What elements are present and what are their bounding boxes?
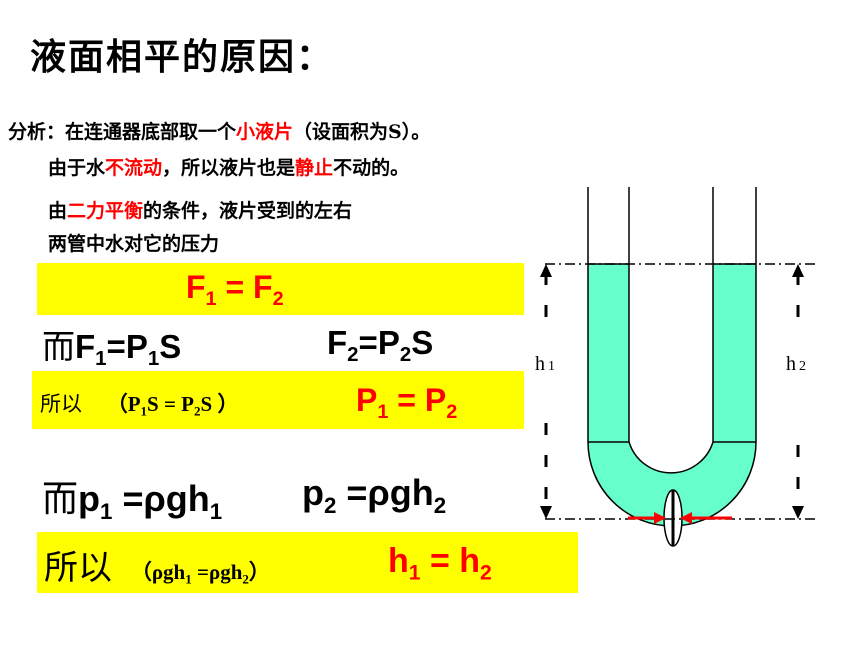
water-fill [588,264,756,526]
equation-p-rhogh: 而p1 =ρgh1 [42,478,223,524]
er-char: 而 [42,327,75,366]
pressure-line: 两管中水对它的压力 [48,233,220,255]
h2-arrow-down [792,506,804,519]
static-highlight-2: 静止 [295,157,334,179]
equation-box-1 [37,263,524,315]
h2-arrow-up [792,264,804,277]
h1-arrow-up [540,264,552,277]
u-tube-diagram [540,187,815,547]
equation-p1s-p2s: 所以 （P1S = P2S ） [40,392,239,419]
static-middle: ，所以液片也是 [162,157,296,179]
analysis-suffix: （设面积为S）。 [293,121,431,143]
balance-suffix: 的条件，液片受到的左右 [143,200,353,222]
h1-arrow-down [540,506,552,519]
equation-h1-h2-reason: 所以 （ρgh1 =ρgh2） [44,548,270,588]
balance-line: 由二力平衡的条件，液片受到的左右 [48,196,352,223]
equation-p1-p2: P1 = P2 [356,382,458,423]
analysis-line: 分析：在连通器底部取一个小液片（设面积为S）。 [8,117,430,144]
page-title: 液面相平的原因： [30,37,335,78]
equation-h1-h2: h1 = h2 [388,542,492,585]
equation-f-ps: 而F1=P1S [42,327,182,371]
static-highlight-1: 不流动 [105,157,163,179]
static-suffix: 不动的。 [333,157,410,179]
equation-f1-f2: F1 = F2 [186,269,284,310]
equation-f2-p2s: F2=P2S [327,324,434,367]
force-arrow-right [654,512,666,524]
static-line: 由于水不流动，所以液片也是静止不动的。 [48,153,409,180]
analysis-highlight: 小液片 [236,121,294,143]
balance-prefix: 由 [48,200,68,222]
equation-p2-rhogh: p2 =ρgh2 [302,472,447,518]
reference-lines [545,263,815,520]
analysis-prefix: 分析：在连通器底部取一个 [8,121,237,143]
static-prefix: 由于水 [48,157,106,179]
balance-highlight: 二力平衡 [67,200,144,222]
equation-box-3 [32,371,524,429]
force-arrow-left [680,512,692,524]
equation-box-5 [37,532,578,593]
